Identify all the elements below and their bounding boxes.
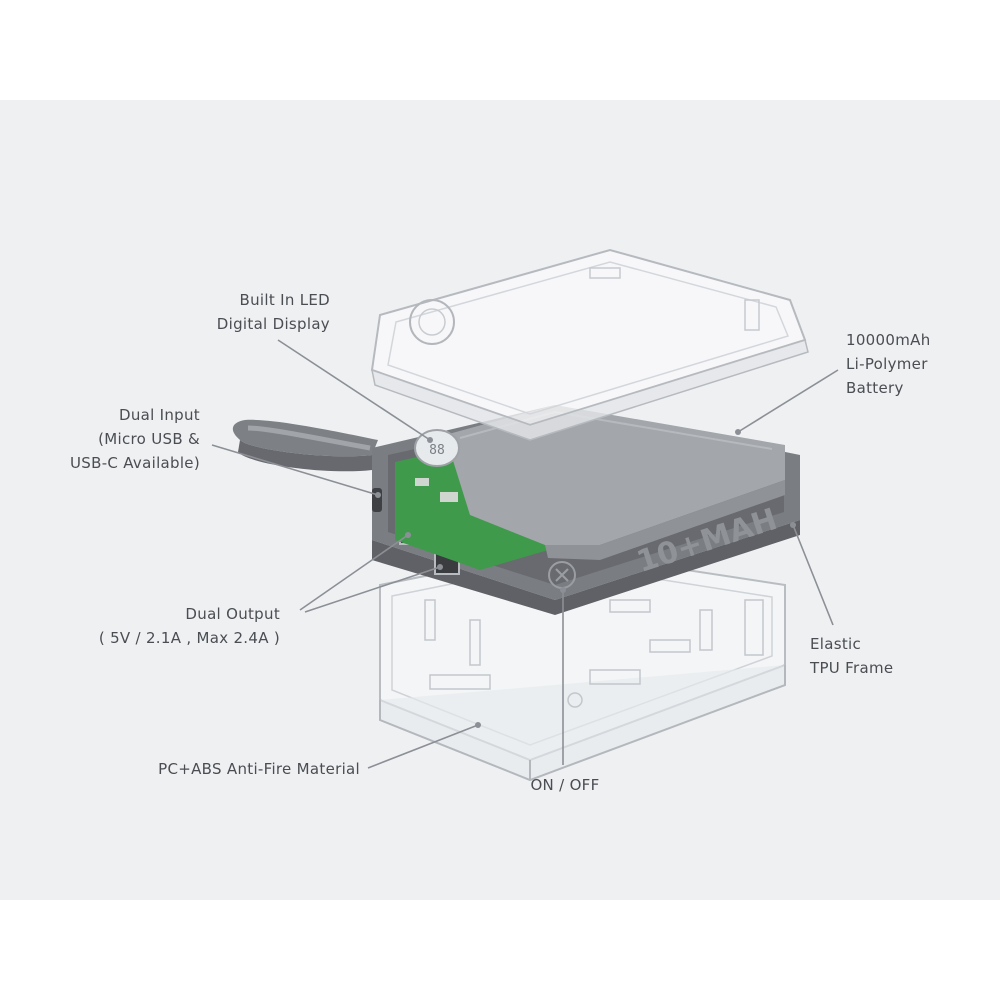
leader-lines <box>211 339 839 769</box>
leader-dual-output-a <box>299 534 409 611</box>
leader-frame <box>792 524 834 626</box>
leader-dual-output-b <box>304 566 441 613</box>
callout-housing-material: PC+ABS Anti-Fire Material <box>158 760 360 778</box>
callout-on-off: ON / OFF <box>530 776 600 794</box>
callout-frame: Elastic TPU Frame <box>810 635 894 677</box>
top-clear-lid <box>370 248 809 441</box>
bottom-clear-housing <box>379 548 786 782</box>
callout-dual-output: Dual Output ( 5V / 2.1A , Max 2.4A ) <box>98 605 280 647</box>
callout-dual-input: Dual Input (Micro USB & USB-C Available) <box>70 406 200 472</box>
leader-housing <box>367 724 479 769</box>
micro-usb-port <box>372 488 382 512</box>
callout-led-display: Built In LED Digital Display <box>216 291 330 333</box>
led-display: 88 <box>414 429 460 467</box>
leader-led-display <box>277 339 431 441</box>
leader-battery <box>737 369 839 433</box>
leader-dual-input <box>211 444 379 496</box>
callout-battery: 10000mAh Li-Polymer Battery <box>846 331 931 397</box>
svg-text:88: 88 <box>429 443 445 458</box>
